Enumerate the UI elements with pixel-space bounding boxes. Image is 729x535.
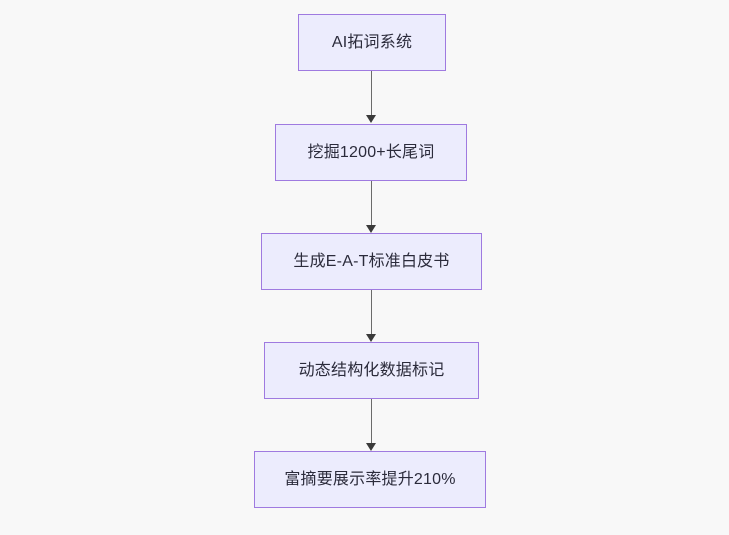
flow-node-5-label: 富摘要展示率提升210% [284,470,456,488]
flow-edge-3-4 [371,290,372,335]
flow-edge-2-3-arrowhead [365,225,376,233]
flow-node-4[interactable]: 动态结构化数据标记 [264,342,479,399]
flow-edge-1-2 [371,71,372,116]
flow-node-4-label: 动态结构化数据标记 [298,361,445,379]
flow-node-2[interactable]: 挖掘1200+长尾词 [275,124,467,181]
flow-edge-2-3 [371,181,372,226]
flow-node-3[interactable]: 生成E-A-T标准白皮书 [261,233,482,290]
flow-edge-3-4-arrowhead [365,334,376,342]
flow-node-1[interactable]: AI拓词系统 [298,14,446,71]
flow-node-5[interactable]: 富摘要展示率提升210% [254,451,486,508]
flow-edge-4-5 [371,399,372,444]
flow-node-1-label: AI拓词系统 [331,33,413,51]
flow-node-2-label: 挖掘1200+长尾词 [307,143,435,161]
flow-edge-1-2-arrowhead [365,115,376,123]
flow-edge-4-5-arrowhead [365,443,376,451]
flow-node-3-label: 生成E-A-T标准白皮书 [293,252,450,270]
